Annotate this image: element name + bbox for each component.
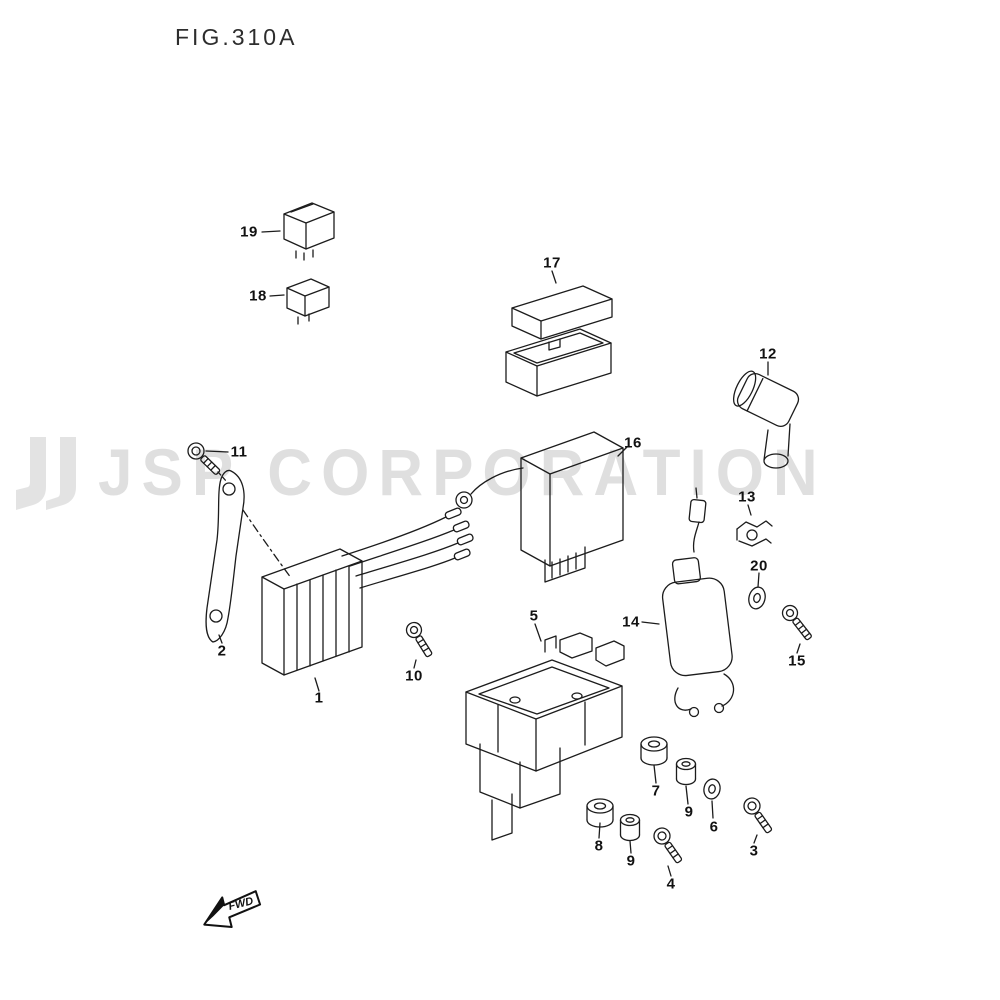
- fwd-indicator: FWD: [196, 884, 274, 936]
- leader-lines: [205, 230, 801, 877]
- part-12-plug-cap: [732, 370, 800, 469]
- part-label-8: 8: [594, 837, 604, 855]
- part-9-spacer-upper: [675, 757, 697, 786]
- part-label-18: 18: [249, 287, 267, 305]
- fwd-arrow-icon: FWD: [203, 890, 262, 929]
- part-label-11: 11: [230, 443, 248, 461]
- part-label-1: 1: [314, 689, 324, 707]
- fwd-label: FWD: [227, 895, 254, 913]
- part-20-washer: [748, 586, 766, 610]
- figure-title: FIG.310A: [175, 24, 298, 50]
- part-5-bracket-tray: [465, 632, 625, 841]
- part-label-5: 5: [529, 607, 539, 625]
- part-label-16: 16: [624, 434, 642, 452]
- part-1-rectifier: [261, 507, 474, 676]
- part-label-10: 10: [405, 667, 423, 685]
- part-2-bracket: [205, 469, 292, 643]
- part-4-bolt: [653, 827, 683, 864]
- part-label-20: 20: [750, 557, 768, 575]
- part-7-grommet: [640, 736, 668, 766]
- part-17-cover: [505, 285, 613, 397]
- part-6-washer: [703, 778, 721, 800]
- part-label-6: 6: [709, 818, 719, 836]
- part-9-spacer-lower: [619, 813, 641, 842]
- part-label-19: 19: [240, 223, 258, 241]
- part-11-bolt: [187, 442, 228, 483]
- part-label-2: 2: [217, 642, 227, 660]
- part-label-7: 7: [651, 782, 661, 800]
- part-label-9a: 9: [684, 803, 694, 821]
- part-label-3: 3: [749, 842, 759, 860]
- part-15-bolt: [781, 604, 812, 641]
- part-label-13: 13: [738, 488, 756, 506]
- part-label-14: 14: [622, 613, 640, 631]
- part-19-relay: [283, 202, 335, 261]
- part-13-clamp: [736, 520, 773, 547]
- part-label-4: 4: [666, 875, 676, 893]
- part-16-cdi-unit: [455, 431, 624, 583]
- part-18-relay: [286, 278, 330, 325]
- part-label-17: 17: [543, 254, 561, 272]
- part-label-15: 15: [788, 652, 806, 670]
- part-label-9b: 9: [626, 852, 636, 870]
- part-label-12: 12: [759, 345, 777, 363]
- part-8-grommet: [586, 798, 614, 828]
- part-3-bolt: [743, 797, 773, 834]
- part-14-ignition-coil: [661, 487, 735, 718]
- part-10-bolt: [405, 621, 433, 658]
